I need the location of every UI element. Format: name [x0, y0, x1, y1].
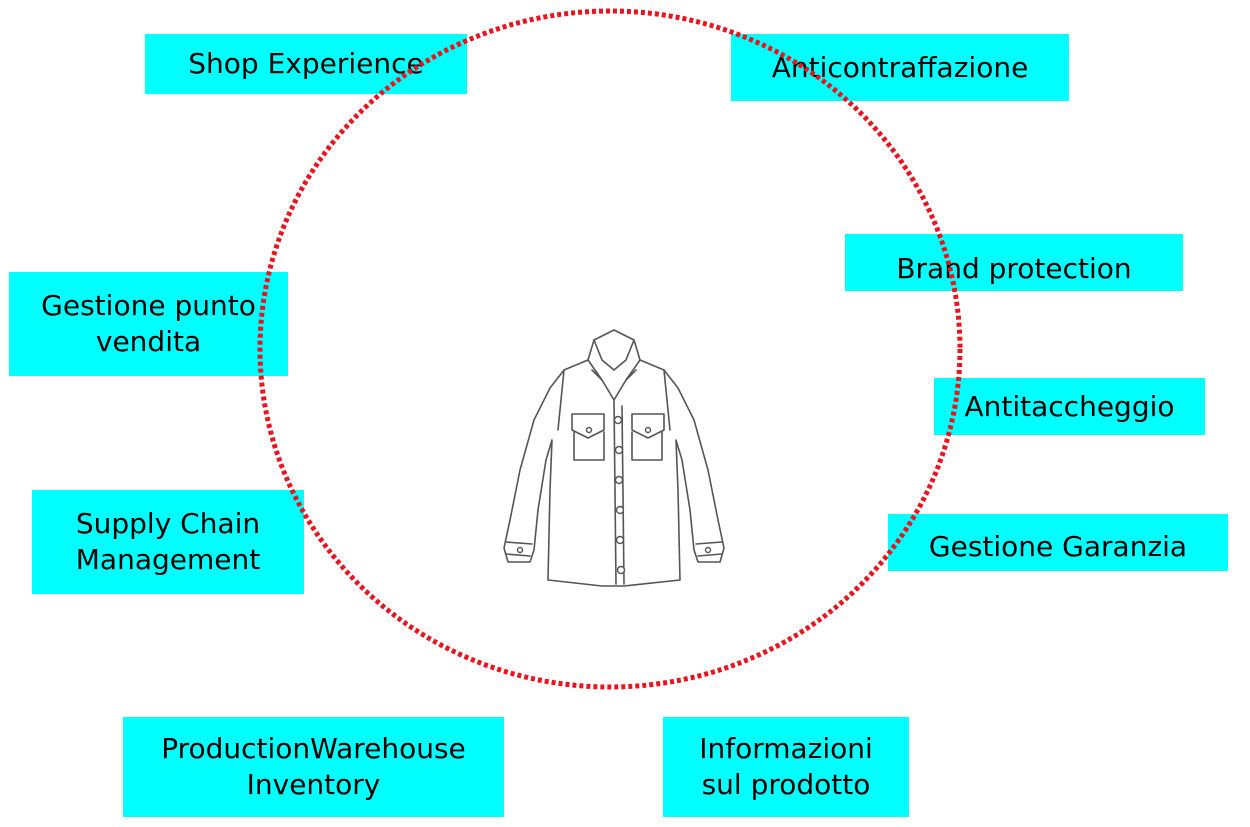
box-shop-experience: Shop Experience: [145, 34, 467, 94]
box-gestione-punto-vendita: Gestione punto vendita: [9, 272, 288, 376]
box-antitaccheggio: Antitaccheggio: [934, 378, 1205, 435]
box-anticontraffazione: Anticontraffazione: [731, 34, 1069, 101]
box-supply-chain: Supply Chain Management: [32, 490, 304, 594]
box-gestione-garanzia: Gestione Garanzia: [888, 514, 1228, 571]
shirt-icon: [503, 329, 725, 587]
box-brand-protection: Brand protection: [845, 234, 1183, 291]
box-production-warehouse: ProductionWarehouse Inventory: [123, 717, 504, 817]
box-informazioni-prodotto: Informazioni sul prodotto: [663, 717, 909, 817]
